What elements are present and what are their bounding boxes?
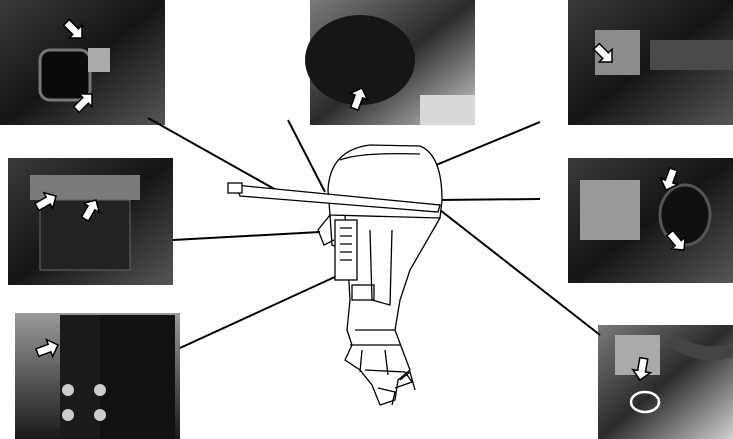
outboard-motor-drawing: [227, 144, 443, 406]
photo-top-right: [568, 0, 733, 125]
photo-bottom-right: [598, 325, 733, 439]
photo-top-center: [305, 0, 475, 125]
photo-top-left: [0, 0, 165, 125]
leader-lines: [147, 117, 601, 349]
photo-mid-right: [568, 158, 733, 283]
photo-bottom-left: [15, 313, 180, 439]
photo-mid-left: [8, 158, 173, 285]
